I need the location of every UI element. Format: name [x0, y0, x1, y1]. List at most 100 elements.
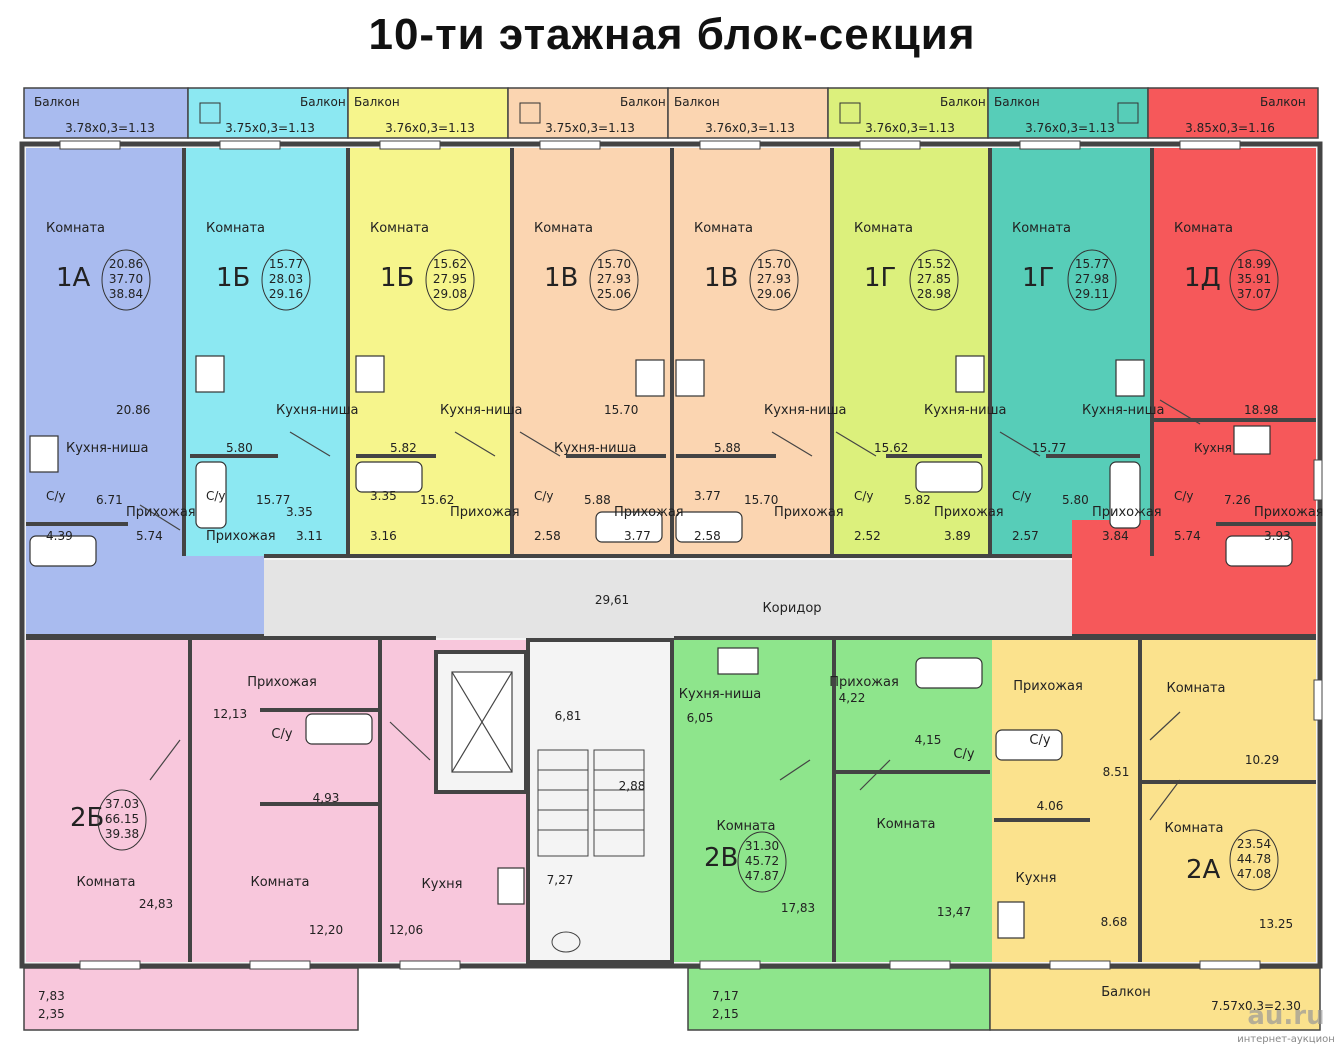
- room-text: 7.26: [1224, 493, 1251, 507]
- balcony-bottom-3: [989, 967, 1321, 1031]
- room-text: Кухня-ниша: [66, 441, 148, 456]
- apartment-4-area-1: 27.93: [757, 272, 791, 286]
- room-label: С/у: [1029, 733, 1050, 748]
- corridor-area: [264, 560, 1072, 638]
- apartment-1-area-1: 28.03: [269, 272, 303, 286]
- apartment-0-area-2: 38.84: [109, 287, 143, 301]
- balcony-area: 7,17: [712, 989, 739, 1003]
- apartment-5-badge: [909, 249, 959, 311]
- balcony-dims: 3.78х0,3=1.13: [65, 121, 155, 135]
- room-text: С/у: [854, 489, 874, 503]
- lower-apartments: [26, 638, 1316, 964]
- lift-hall-area: 6,81: [555, 709, 582, 723]
- balcony-dims: 3.75х0,3=1.13: [225, 121, 315, 135]
- room-area: 6,05: [687, 711, 714, 725]
- room-label: Комната: [534, 221, 593, 236]
- balcony-1a: [23, 87, 189, 139]
- room-label: Комната: [1174, 221, 1233, 236]
- apartment-5-area-0: 15.52: [917, 257, 951, 271]
- room-text: Кухня: [1194, 441, 1232, 455]
- room-text: 2.58: [694, 529, 721, 543]
- apt-2b-area-0: 37.03: [105, 797, 139, 811]
- room-text: 5.80: [1062, 493, 1089, 507]
- room-text: Прихожая: [1092, 505, 1162, 520]
- room-area: 4,93: [313, 791, 340, 805]
- room-label: Прихожая: [829, 675, 899, 690]
- apartment-6-area-1: 27.98: [1075, 272, 1109, 286]
- apartment-code: 1Д: [1184, 263, 1221, 293]
- balcony-dims: 3.76х0,3=1.13: [1025, 121, 1115, 135]
- apt-2b-area-2: 39.38: [105, 827, 139, 841]
- apt-2b-area-1: 66.15: [105, 812, 139, 826]
- room-text: 3.35: [370, 489, 397, 503]
- apartment-0-area-0: 20.86: [109, 257, 143, 271]
- room-label: Комната: [854, 221, 913, 236]
- room-area: 13,47: [937, 905, 971, 919]
- room-text: 15.77: [1032, 441, 1066, 455]
- apt-2a-badge: [1229, 829, 1279, 891]
- room-text: Прихожая: [774, 505, 844, 520]
- room-text: 5.82: [904, 493, 931, 507]
- room-text: 3.84: [1102, 529, 1129, 543]
- room-text: Кухня-ниша: [554, 441, 636, 456]
- balcony-label: Балкон: [1101, 985, 1151, 1000]
- room-text: 4.39: [46, 529, 73, 543]
- room-text: 2.52: [854, 529, 881, 543]
- balcony-label: Балкон: [1260, 95, 1306, 109]
- balcony-bottom-1: [23, 967, 359, 1031]
- apartment-5-area-2: 28.98: [917, 287, 951, 301]
- room-label: Комната: [1165, 821, 1224, 836]
- apartment-7-badge: [1229, 249, 1279, 311]
- bottom-balconies: [23, 967, 1321, 1031]
- room-text: С/у: [46, 489, 66, 503]
- balcony-bottom-2: [687, 967, 991, 1031]
- room-label: Комната: [717, 819, 776, 834]
- room-label: Прихожая: [247, 675, 317, 690]
- room-text: 5.82: [390, 441, 417, 455]
- apartment-3-badge: [589, 249, 639, 311]
- room-text: 3.77: [624, 529, 651, 543]
- apt-2v-badge: [737, 831, 787, 893]
- room-text: Кухня-ниша: [276, 403, 358, 418]
- apartment-3-area-2: 25.06: [597, 287, 631, 301]
- room-text: Прихожая: [206, 529, 276, 544]
- room-label: Комната: [77, 875, 136, 890]
- apt-2v-area-0: 31.30: [745, 839, 779, 853]
- balcony-label: Балкон: [34, 95, 80, 109]
- corridor-label: Коридор: [762, 601, 821, 616]
- apartment-code: 1Б: [380, 263, 414, 293]
- apartment-code: 1А: [56, 263, 91, 293]
- room-text: 3.93: [1264, 529, 1291, 543]
- room-area: 4.06: [1037, 799, 1064, 813]
- room-text: 15.62: [874, 441, 908, 455]
- balcony-label: Балкон: [940, 95, 986, 109]
- apt-2a-area-1: 44.78: [1237, 852, 1271, 866]
- watermark-text: интернет-аукцион: [1237, 1034, 1335, 1045]
- balcony-dims: 3.75х0,3=1.13: [545, 121, 635, 135]
- top-balconies: [23, 87, 1319, 139]
- room-text: 3.11: [296, 529, 323, 543]
- balcony-label: Балкон: [674, 95, 720, 109]
- room-area: 24,83: [139, 897, 173, 911]
- apartment-3-area-1: 27.93: [597, 272, 631, 286]
- apartment-6-area-0: 15.77: [1075, 257, 1109, 271]
- apt-2a-area: [992, 640, 1316, 962]
- room-text: 2.57: [1012, 529, 1039, 543]
- watermark-site: au.ru: [1247, 1001, 1324, 1031]
- balcony-area: 2,15: [712, 1007, 739, 1021]
- room-label: Комната: [694, 221, 753, 236]
- apartment-code: 1В: [544, 263, 578, 293]
- room-text: 2.58: [534, 529, 561, 543]
- apartment-7-area-2: 37.07: [1237, 287, 1271, 301]
- room-text: 5.88: [714, 441, 741, 455]
- apartment-2-area-0: 15.62: [433, 257, 467, 271]
- room-text: Кухня-ниша: [764, 403, 846, 418]
- room-area: 17,83: [781, 901, 815, 915]
- balcony-1b-2: [347, 87, 509, 139]
- room-text: Кухня-ниша: [440, 403, 522, 418]
- apt-2v-area-1: 45.72: [745, 854, 779, 868]
- apartment-3-area-0: 15.70: [597, 257, 631, 271]
- apartment-2-badge: [425, 249, 475, 311]
- balcony-1b-1: [187, 87, 349, 139]
- apartment-4-area-2: 29.06: [757, 287, 791, 301]
